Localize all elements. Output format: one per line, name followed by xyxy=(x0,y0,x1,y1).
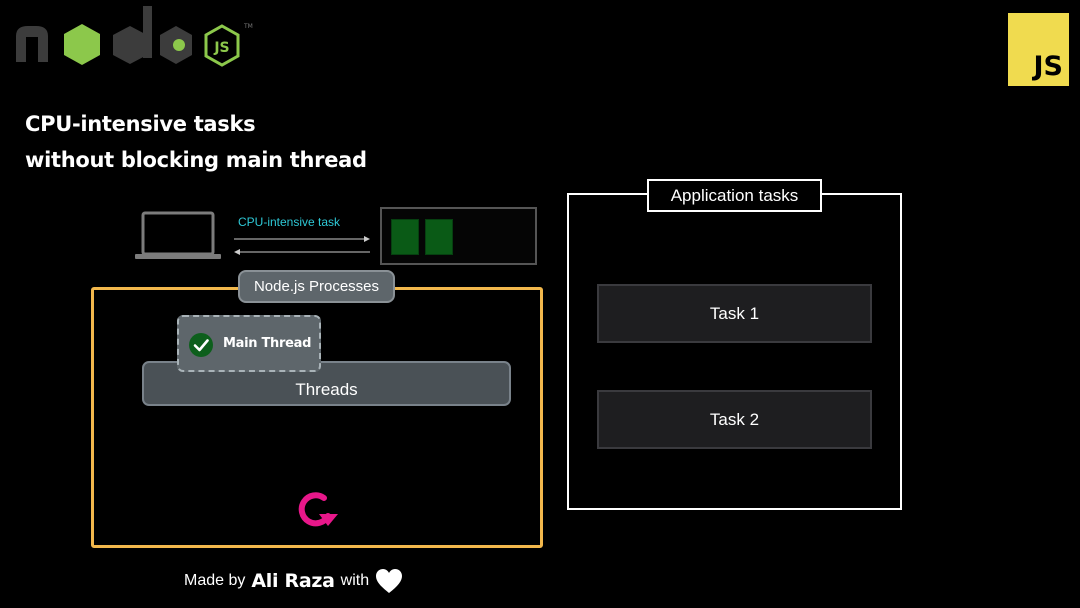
nodejs-process-tag: Node.js Processes xyxy=(238,270,395,303)
application-tasks-tag: Application tasks xyxy=(647,179,822,212)
server-box xyxy=(380,207,537,265)
main-thread-label: Main Thread xyxy=(223,336,312,351)
headline-line1: CPU-intensive tasks xyxy=(25,112,256,136)
application-tasks-container xyxy=(567,193,902,510)
javascript-logo: JS xyxy=(1008,13,1069,86)
heart-icon xyxy=(376,569,403,593)
cpu-block xyxy=(425,219,453,255)
task-card: Task 1 xyxy=(597,284,872,343)
main-thread-card: Main Thread xyxy=(177,315,321,372)
nodejs-logo-icon: JS TM xyxy=(16,6,253,67)
svg-text:JS: JS xyxy=(213,40,229,56)
js-badge-text: JS xyxy=(1033,51,1064,82)
request-arrows xyxy=(234,236,370,255)
threads-label: Threads xyxy=(295,380,358,399)
laptop-icon xyxy=(135,211,221,259)
headline-line2: without blocking main thread xyxy=(25,148,367,172)
task-card: Task 2 xyxy=(597,390,872,449)
footer-suffix: with xyxy=(340,572,370,589)
footer-prefix: Made by xyxy=(184,572,246,589)
footer-credit: Made by Ali Raza with xyxy=(184,568,403,594)
cpu-task-label: CPU-intensive task xyxy=(238,215,341,229)
cpu-block xyxy=(391,219,419,255)
svg-text:TM: TM xyxy=(243,23,253,30)
check-circle-icon xyxy=(189,333,213,357)
refresh-icon xyxy=(298,492,338,527)
footer-author: Ali Raza xyxy=(251,570,335,592)
